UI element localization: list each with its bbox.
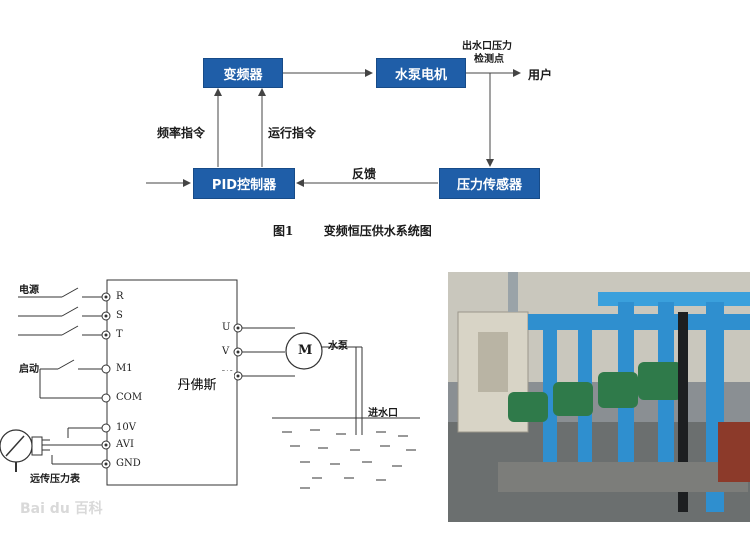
pressure-sensor-label: 压力传感器 [456, 178, 522, 193]
pid-controller-box: PID控制器 [193, 168, 295, 199]
pump-motor-box: 水泵电机 [376, 58, 466, 88]
water-inlet-label: 进水口 [368, 408, 398, 419]
power-supply-label: 电源 [19, 285, 39, 296]
outlet-pressure-label-2: 检测点 [474, 54, 504, 65]
terminal-t: T [116, 329, 123, 340]
terminal-avi: AVI [116, 439, 134, 450]
outlet-pressure-label-1: 出水口压力 [462, 41, 512, 52]
remote-gauge-label: 远传压力表 [30, 474, 80, 485]
run-command-label: 运行指令 [268, 126, 317, 140]
terminal-r: R [116, 291, 124, 302]
terminal-10v: 10V [116, 422, 136, 433]
figure-caption: 图1 变频恒压供水系统图 [273, 222, 432, 239]
pump-station-photo [448, 272, 750, 522]
baidu-watermark: Bai du 百科 [20, 501, 103, 517]
water-pump-label: 水泵 [328, 341, 348, 352]
terminal-com: COM [116, 392, 143, 403]
terminal-m1: M1 [116, 363, 133, 374]
pid-controller-label: PID控制器 [211, 178, 277, 193]
inverter-body [106, 279, 238, 486]
motor-symbol: M [298, 343, 313, 358]
caption-number: 图1 [273, 224, 294, 238]
pressure-sensor-box: 压力传感器 [439, 168, 540, 199]
frequency-command-label: 频率指令 [157, 126, 206, 140]
terminal-s: S [116, 310, 123, 321]
start-label: 启动 [19, 364, 39, 375]
terminal-v: V [222, 346, 230, 357]
pump-motor-label: 水泵电机 [394, 67, 447, 83]
terminal-u: U [222, 322, 231, 333]
caption-text: 变频恒压供水系统图 [323, 224, 432, 238]
feedback-label: 反馈 [352, 167, 377, 181]
terminal-gnd: GND [116, 458, 141, 469]
inverter-label: 变频器 [223, 67, 263, 83]
wiring-schematic [0, 279, 420, 489]
inverter-box: 变频器 [203, 58, 283, 88]
block-diagram-connectors [146, 69, 521, 187]
user-label: 用户 [528, 68, 553, 82]
motor-circle [285, 332, 323, 370]
brand-label: 丹佛斯 [160, 371, 234, 395]
